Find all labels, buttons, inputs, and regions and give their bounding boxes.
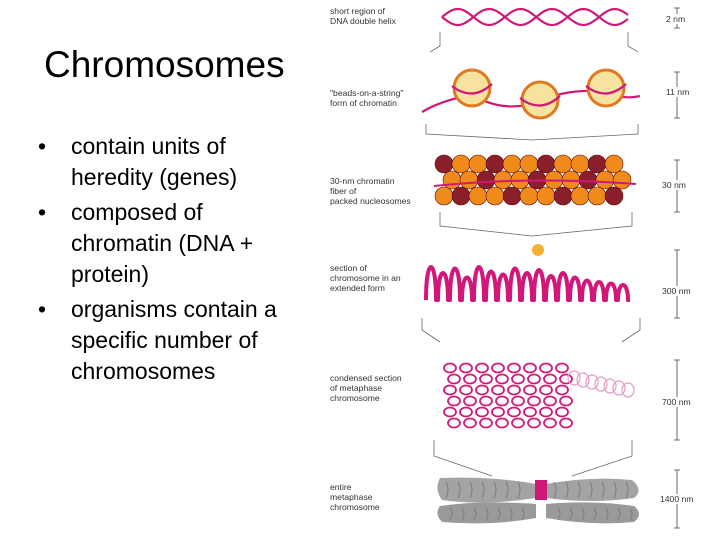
bullet-dot-icon: • [38, 296, 47, 322]
dna-double-helix [441, 7, 629, 27]
bullet-item: • organisms contain a specific number of … [38, 294, 298, 387]
bullet-text: contain units of heredity (genes) [71, 133, 238, 190]
scale-label-1400nm: 1400 nm [660, 494, 693, 504]
bullet-dot-icon: • [38, 199, 47, 225]
bullet-dot-icon: • [38, 133, 47, 159]
extended-chromosome-section [424, 244, 630, 302]
scale-bars [674, 7, 680, 529]
bullet-item: • composed of chromatin (DNA + protein) [38, 197, 298, 290]
beads-on-a-string [421, 68, 641, 120]
chromatin-30nm-fiber [433, 154, 637, 206]
centromere [535, 480, 547, 500]
bullet-text: composed of chromatin (DNA + protein) [71, 199, 254, 287]
scale-label-300nm: 300 nm [662, 286, 691, 296]
bullet-item: • contain units of heredity (genes) [38, 131, 298, 193]
level-label-beads: "beads-on-a-string"form of chromatin [330, 88, 403, 108]
scale-label-700nm: 700 nm [662, 397, 691, 407]
scale-label-11nm: 11 nm [666, 87, 689, 97]
scale-label-30nm: 30 nm [662, 180, 686, 190]
scale-labels: 2 nm 11 nm 30 nm 300 nm 700 nm 1400 nm [656, 14, 706, 504]
bullet-list: • contain units of heredity (genes) • comp… [38, 131, 298, 391]
condensed-metaphase-section [443, 362, 635, 429]
scale-label-2nm: 2 nm [666, 14, 685, 24]
bullet-text: organisms contain a specific number of c… [71, 296, 277, 384]
scale-bar-300nm [674, 249, 680, 319]
connector-lines [421, 32, 641, 477]
slide-title: Chromosomes [44, 44, 285, 85]
metaphase-chromosome [437, 477, 639, 524]
